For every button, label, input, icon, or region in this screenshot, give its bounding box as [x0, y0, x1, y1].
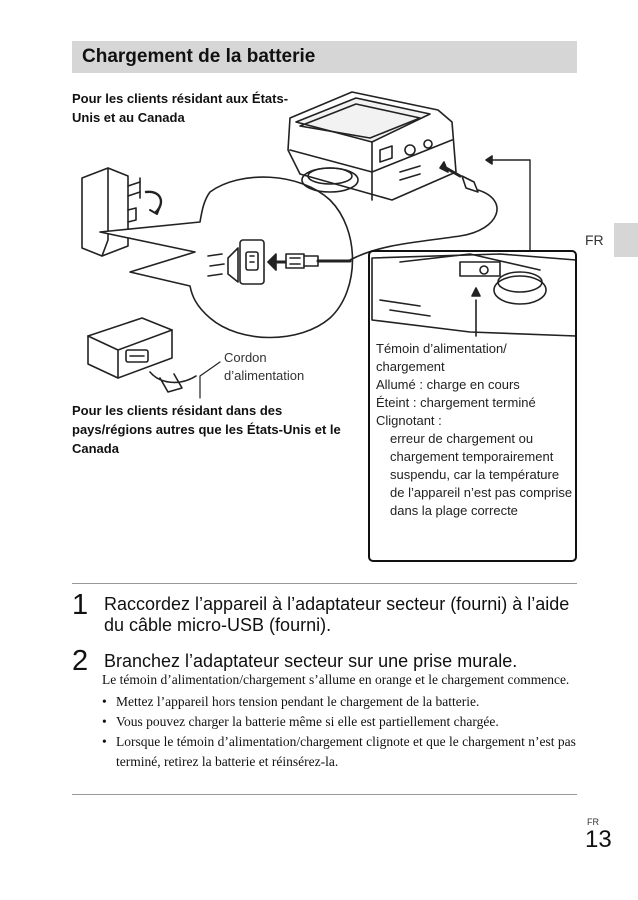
language-tab-label: FR [585, 232, 604, 248]
step-title: Branchez l’adaptateur secteur sur une pr… [104, 651, 518, 671]
indicator-description: Témoin d’alimentation/ chargement Allumé… [376, 340, 576, 520]
caption-us-canada: Pour les clients résidant aux États-Unis… [72, 91, 289, 125]
bullet-item: •Lorsque le témoin d’alimentation/charge… [102, 734, 576, 769]
indicator-callout-box [368, 250, 577, 562]
step-title: Raccordez l’appareil à l’adaptateur sect… [104, 594, 570, 635]
indicator-line-blinking: Clignotant : [376, 413, 442, 428]
world-ac-adapter-icon [87, 317, 173, 379]
step-number: 1 [72, 589, 89, 621]
indicator-line-on: Allumé : charge en cours [376, 377, 520, 392]
divider-top [72, 583, 577, 584]
indicator-blinking-detail: erreur de chargement ou chargement tempo… [390, 431, 573, 518]
bullet-item: •Mettez l’appareil hors tension pendant … [102, 694, 480, 709]
step-2-body: Le témoin d’alimentation/chargement s’al… [102, 670, 577, 772]
page-lang-label: FR [587, 817, 599, 827]
indicator-heading: Témoin d’alimentation/ chargement [376, 341, 507, 374]
section-title: Chargement de la batterie [72, 41, 577, 73]
charge-lamp-closeup-icon [371, 253, 577, 337]
step-2-description: Le témoin d’alimentation/chargement s’al… [102, 672, 570, 687]
power-cord-icon [149, 371, 197, 393]
language-tab [614, 223, 638, 257]
caption-other-countries: Pour les clients résidant dans des pays/… [72, 403, 341, 456]
page-number: 13 [585, 826, 612, 853]
indicator-line-off: Éteint : chargement terminé [376, 395, 536, 410]
caption-power-cord: Cordon d’alimentation [224, 350, 305, 383]
camera-icon [287, 91, 457, 201]
charging-illustration [81, 91, 577, 399]
divider-bottom [72, 794, 577, 795]
bullet-item: •Vous pouvez charger la batterie même si… [102, 714, 499, 729]
us-ac-adapter-icon [81, 167, 141, 257]
zoom-detail-icon [99, 176, 354, 339]
step-1: 1 Raccordez l’appareil à l’adaptateur se… [72, 590, 572, 635]
step-2: 2 Branchez l’adaptateur secteur sur une … [72, 645, 572, 677]
step-number: 2 [72, 645, 89, 677]
